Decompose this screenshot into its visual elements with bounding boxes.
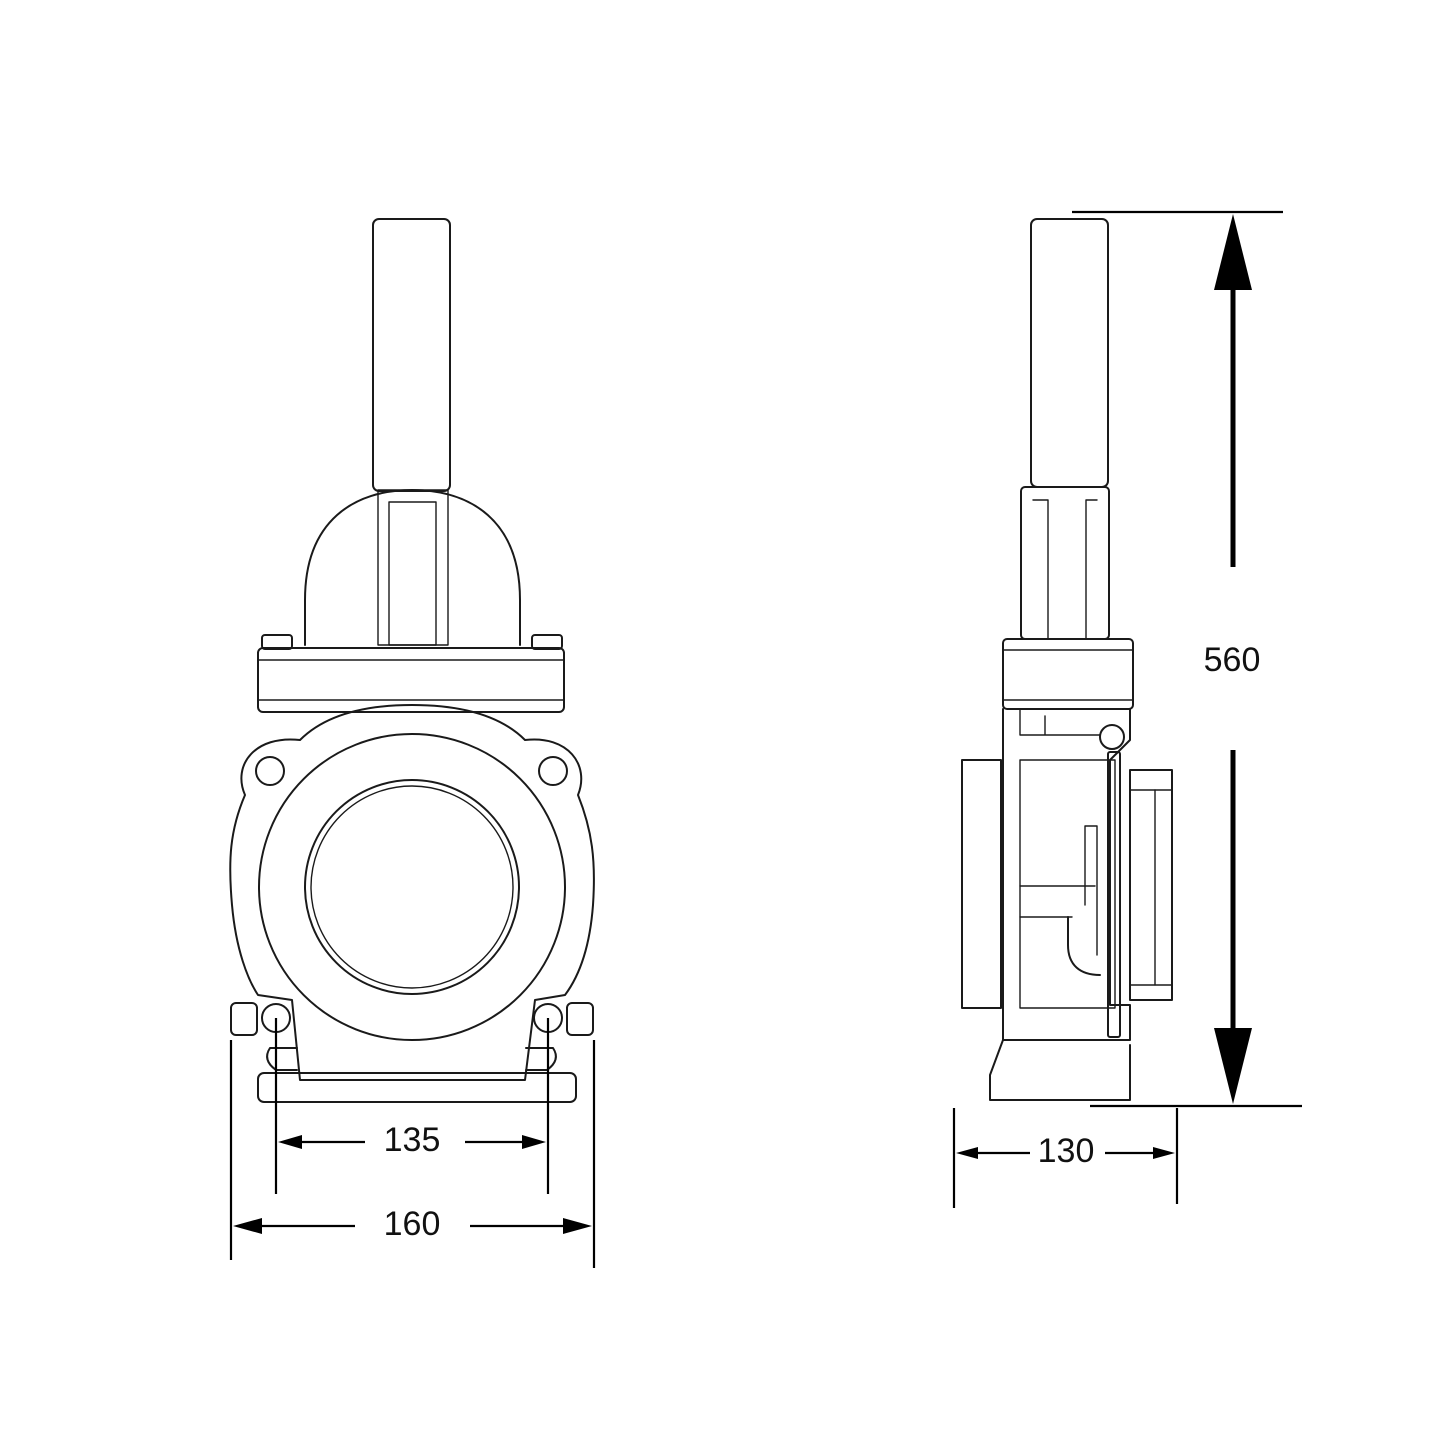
front-bore-inner (310, 785, 514, 989)
front-bonnet (304, 489, 521, 646)
dimension-label-560: 560 (1204, 641, 1261, 679)
front-ear-right (531, 634, 563, 650)
front-bolt-hole-top-right (538, 756, 568, 786)
dimension-front-width: 160 (229, 1040, 596, 1268)
front-view (229, 218, 595, 1103)
front-base-plate (257, 1072, 577, 1103)
side-body (1002, 708, 1131, 1041)
front-body (229, 704, 595, 1081)
side-flange-right (1129, 769, 1173, 1001)
side-chamber (1019, 759, 1116, 1009)
dimension-label-160: 160 (384, 1205, 441, 1243)
front-bolt-hole-top-left (255, 756, 285, 786)
front-top-flange (257, 647, 565, 713)
side-bonnet (1020, 486, 1110, 640)
side-stem (1030, 218, 1109, 488)
side-base (989, 1039, 1131, 1101)
side-gate-plate (1107, 751, 1121, 1038)
front-lug-right (566, 1002, 594, 1036)
side-flange-left (961, 759, 1002, 1009)
front-bore-outer (304, 779, 520, 995)
front-ear-left (261, 634, 293, 650)
front-stem (372, 218, 451, 492)
dimension-label-130: 130 (1038, 1132, 1095, 1170)
side-top-flange (1002, 638, 1134, 710)
dimension-bolt-spacing: 135 (274, 1018, 550, 1194)
front-gate-inner (388, 501, 437, 646)
dimension-overall-height: 560 (1072, 210, 1302, 1108)
front-lug-left (230, 1002, 258, 1036)
side-view (961, 218, 1173, 1101)
front-flange-ring (258, 733, 566, 1041)
dimension-label-135: 135 (384, 1121, 441, 1159)
dimension-side-depth: 130 (952, 1108, 1179, 1208)
